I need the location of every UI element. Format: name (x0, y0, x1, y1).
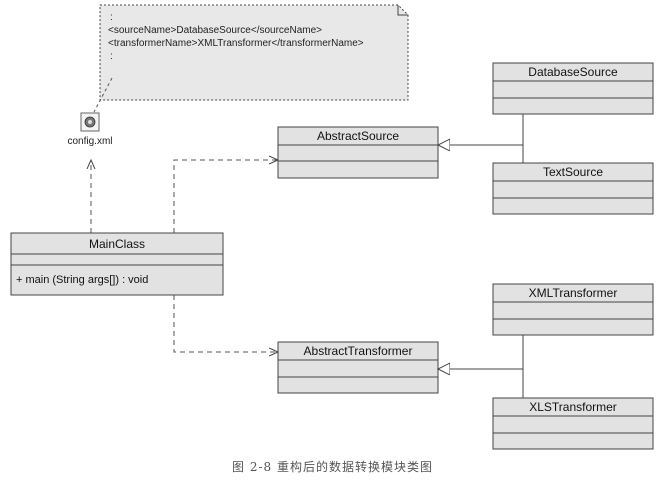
database-source-box: DatabaseSource (492, 62, 654, 115)
abstract-source-name: AbstractSource (317, 129, 399, 143)
note-line-1: : (110, 12, 113, 23)
xml-transformer-box: XMLTransformer (492, 283, 654, 336)
text-source-name: TextSource (543, 165, 603, 179)
xls-transformer-box: XLSTransformer (492, 397, 654, 450)
mainclass-name: MainClass (89, 237, 145, 251)
xml-file-icon (80, 112, 100, 132)
mainclass-operation: + main (String args[]) : void (16, 274, 148, 286)
abstract-transformer-name: AbstractTransformer (304, 344, 413, 358)
dependency-main-to-source (173, 160, 278, 233)
note-line-3: <transformerName>XMLTransformer</transfo… (108, 38, 364, 49)
note-anchor-line (93, 77, 113, 113)
text-source-box: TextSource (492, 162, 654, 215)
abstract-transformer-box: AbstractTransformer (277, 341, 439, 394)
config-note: : <sourceName>DatabaseSource</sourceName… (99, 4, 409, 101)
xls-transformer-name: XLSTransformer (529, 400, 617, 414)
config-file-label: config.xml (67, 136, 112, 147)
xml-transformer-name: XMLTransformer (529, 286, 618, 300)
figure-caption: 图 2-8 重构后的数据转换模块类图 (232, 460, 433, 474)
abstract-source-box: AbstractSource (277, 126, 439, 179)
database-source-name: DatabaseSource (528, 65, 618, 79)
mainclass-box: MainClass + main (String args[]) : void (10, 232, 224, 296)
dependency-main-to-transformer (173, 295, 278, 352)
note-line-2: <sourceName>DatabaseSource</sourceName> (108, 25, 322, 36)
note-line-4: : (110, 51, 113, 62)
